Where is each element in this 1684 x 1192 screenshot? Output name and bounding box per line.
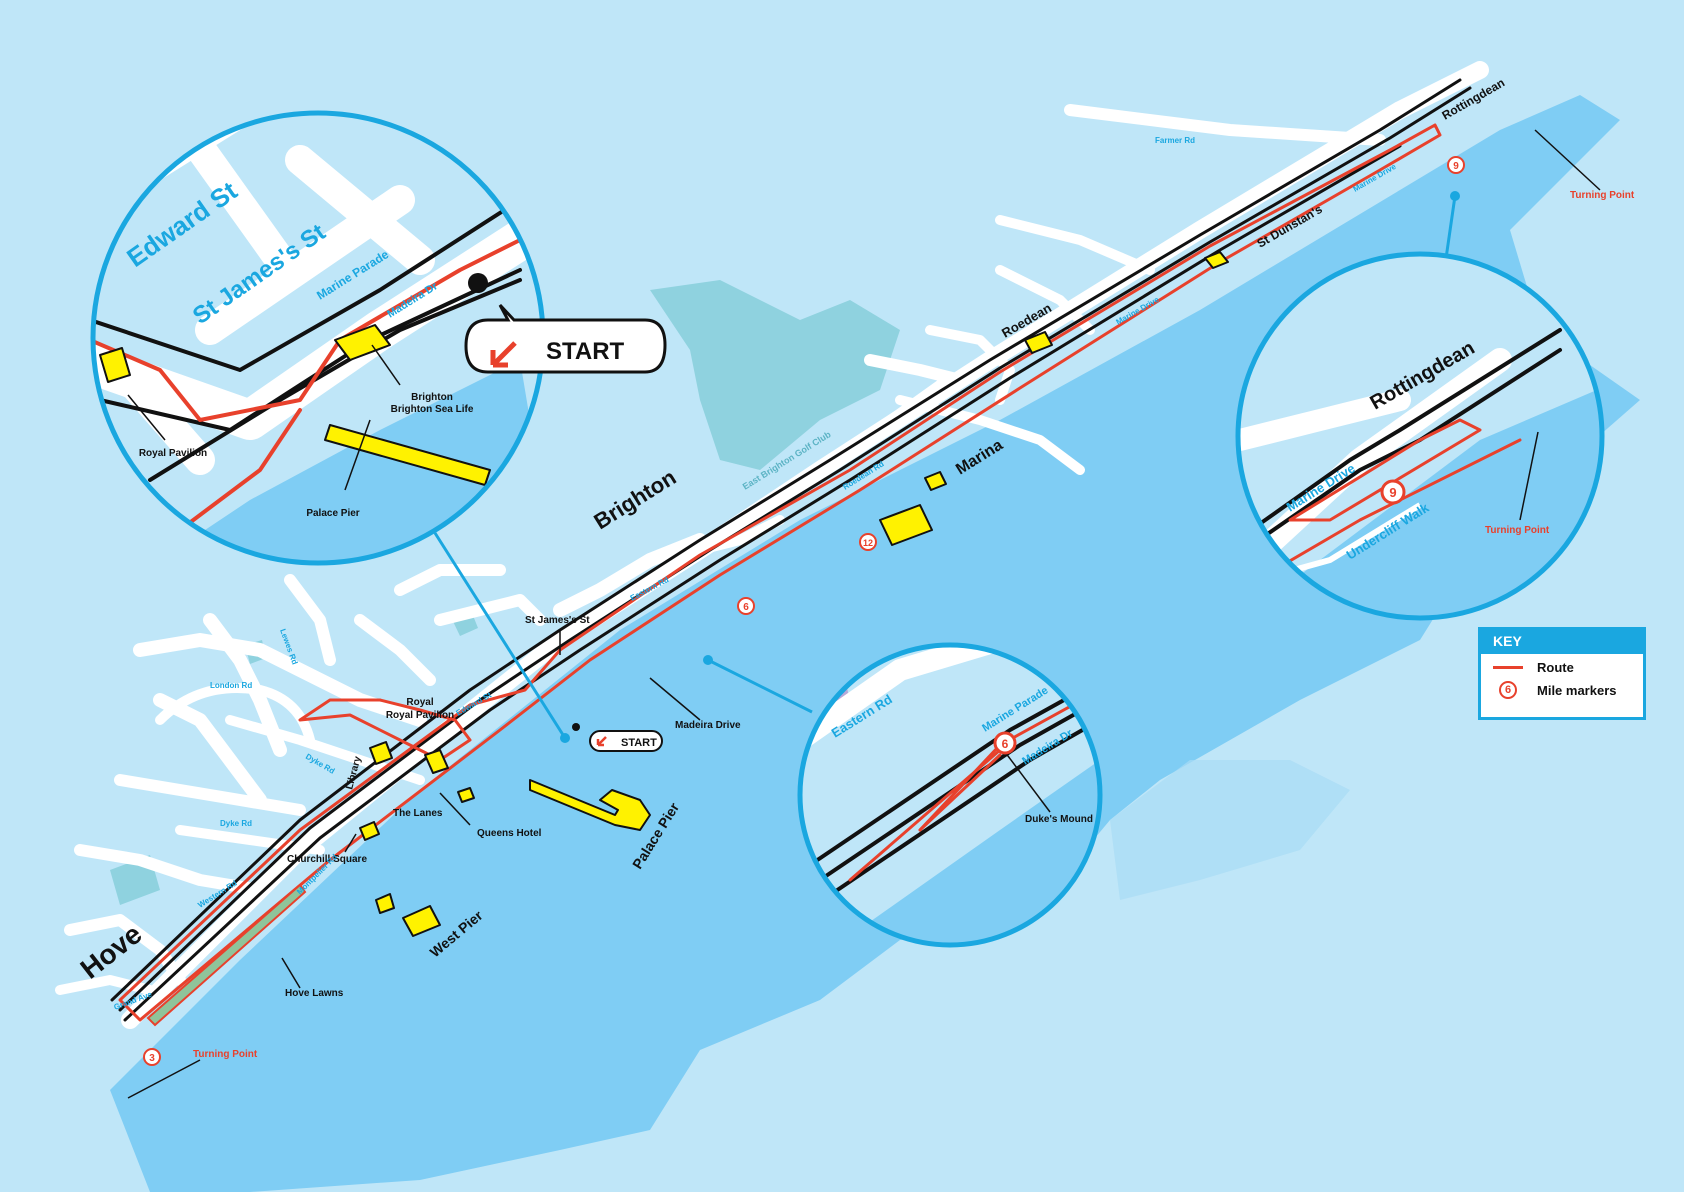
mile-marker-3: 3 [149, 1053, 155, 1064]
landmark-st-jamess-st: St James's St [525, 615, 590, 626]
key-title: KEY [1481, 630, 1643, 654]
inset-rottingdean-mile-marker: 9 [1389, 485, 1396, 500]
west-pier-building-1 [375, 893, 395, 914]
roedean-building [1024, 331, 1053, 354]
key-route-label: Route [1537, 660, 1574, 675]
inset-rottingdean-turning-point: Turning Point [1485, 525, 1550, 536]
road-dyke-rd: Dyke Rd [220, 819, 252, 828]
turning-point-east: Turning Point [1570, 190, 1635, 201]
road-farmer-rd: Farmer Rd [1155, 136, 1195, 145]
start-arrow-icon [490, 341, 517, 368]
landmark-the-lanes: The Lanes [393, 808, 443, 819]
landmark-royal-pavilion-1: Royal [406, 697, 433, 708]
st-dunstans-building [1204, 251, 1229, 269]
leader-lines [127, 129, 1601, 1099]
queens-hotel-building [457, 787, 475, 803]
inset-start-start-label: START [546, 338, 625, 365]
royal-pavilion-building [424, 749, 449, 774]
landmark-royal-pavilion: Royal Pavilion [386, 710, 454, 721]
landmark-queens-hotel: Queens Hotel [477, 828, 542, 839]
start-arrow-icon [596, 736, 607, 747]
turning-point-west: Turning Point [193, 1049, 258, 1060]
key-mile-markers-label: Mile markers [1537, 682, 1617, 698]
landmark-hove-lawns: Hove Lawns [285, 988, 344, 999]
golf-club-park [650, 280, 900, 470]
marina-building-2 [879, 504, 933, 546]
key-row-route: Route [1493, 660, 1631, 675]
mile-marker-12: 12 [863, 538, 873, 548]
palace-pier [529, 779, 651, 831]
inset-start-palace-pier: Palace Pier [306, 508, 359, 519]
sea-shade [1110, 760, 1350, 900]
mile-markers: 3 6 9 12 [143, 156, 1465, 1066]
inset-start-brighton-sea-life: Brighton Sea Life [391, 404, 474, 415]
inset-start-royal-pavilion: Royal Pavilion [139, 448, 207, 459]
west-pier-building-2 [402, 905, 441, 937]
race-route [118, 123, 1442, 1022]
hove-lawns [146, 883, 307, 1027]
start-callout[interactable] [464, 303, 667, 374]
mile-marker-6: 6 [743, 602, 749, 613]
road-london-rd: London Rd [210, 681, 252, 690]
library-building [369, 741, 393, 765]
inset-dukes-mile-marker: 6 [1002, 737, 1009, 751]
mile-marker-icon: 6 [1499, 681, 1517, 699]
buildings [359, 251, 1229, 937]
marina-building-1 [924, 471, 947, 491]
street-network [55, 61, 1489, 1029]
route-line-icon [1493, 666, 1523, 669]
churchill-square-building [359, 821, 380, 841]
key-row-mile-markers: 6 Mile markers [1493, 681, 1631, 699]
map-key: KEY Route 6 Mile markers [1478, 627, 1646, 720]
inset-rottingdean: Rottingdean Marine Drive Undercliff Walk… [1235, 251, 1605, 621]
start-label-map: START [621, 737, 657, 749]
landmark-madeira-drive: Madeira Drive [675, 720, 741, 731]
mile-marker-9: 9 [1453, 161, 1459, 172]
inset-dukes-dukes-mound: Duke's Mound [1025, 814, 1093, 825]
svg-text:Brighton: Brighton [411, 392, 453, 403]
landmark-churchill-square: Churchill Square [287, 854, 367, 865]
inset-dukes-mound: Eastern Rd Marine Parade Madeira Dr Duke… [797, 642, 1103, 948]
start-marker-map[interactable]: START [572, 723, 663, 752]
